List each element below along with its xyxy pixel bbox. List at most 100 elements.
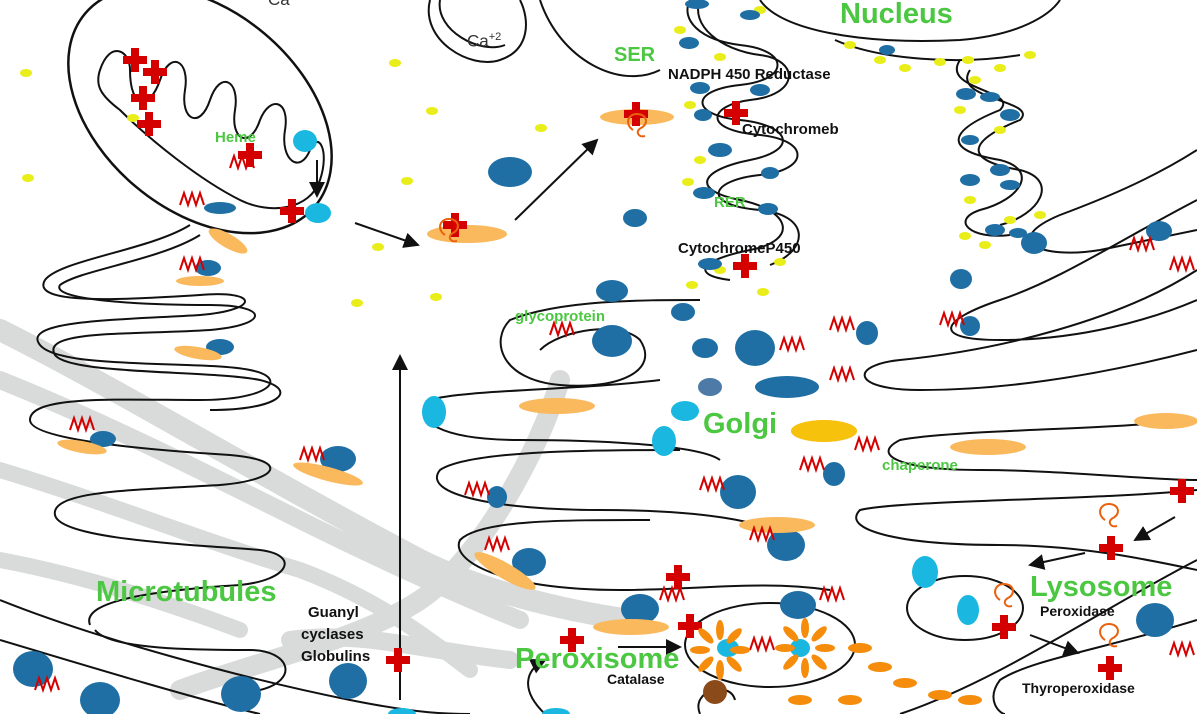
orange-enzyme xyxy=(176,276,224,286)
label-chaperone: chaperone xyxy=(882,457,958,474)
label-heme: Heme xyxy=(215,129,256,146)
red-zigzag-icon xyxy=(179,189,205,209)
orange-enzyme xyxy=(57,439,107,455)
red-cross-icon xyxy=(724,101,748,125)
blue-protein xyxy=(671,303,695,321)
red-zigzag-icon xyxy=(299,444,325,464)
blue-protein xyxy=(596,280,628,302)
yellow-ion-dot xyxy=(674,26,686,34)
red-zigzag-icon xyxy=(854,434,880,454)
red-zigzag-icon xyxy=(819,584,845,604)
label-golgi: Golgi xyxy=(703,408,778,440)
blue-protein xyxy=(961,135,979,145)
label-nucleus: Nucleus xyxy=(840,0,953,30)
red-cross-icon xyxy=(560,628,584,652)
red-cross-icon xyxy=(386,648,410,672)
blue-protein xyxy=(879,45,895,55)
catalase-arm xyxy=(716,620,724,640)
red-zigzag-icon xyxy=(749,524,775,544)
blue-protein xyxy=(823,462,845,486)
label-cytochromeb: Cytochromeb xyxy=(742,121,839,138)
label-microtubules: Microtubules xyxy=(96,576,277,608)
blue-protein xyxy=(708,143,732,157)
catalase-arm xyxy=(801,658,809,678)
red-cross-icon xyxy=(123,48,147,72)
yellow-ion-dot xyxy=(979,241,991,249)
orange-granule xyxy=(928,690,952,700)
yellow-ion-dot xyxy=(994,126,1006,134)
red-zigzag-icon xyxy=(179,254,205,274)
orange-peptide-icon xyxy=(1099,502,1119,528)
red-cross-icon xyxy=(443,213,467,237)
blue-protein xyxy=(90,431,116,447)
yellow-ion-dot xyxy=(535,124,547,132)
blue-protein xyxy=(694,109,712,121)
label-guanyl: Guanyl xyxy=(308,604,359,621)
blue-protein xyxy=(750,84,770,96)
catalase-arm xyxy=(726,656,742,672)
red-zigzag-icon xyxy=(1169,639,1195,659)
red-zigzag-icon xyxy=(1129,234,1155,254)
yellow-ion-dot xyxy=(351,299,363,307)
blue-protein xyxy=(761,167,779,179)
catalase-arm xyxy=(716,660,724,680)
label-catalase: Catalase xyxy=(607,671,665,687)
yellow-ion-dot xyxy=(694,156,706,164)
label-nadph-reductase: NADPH 450 Reductase xyxy=(668,66,831,83)
red-cross-icon xyxy=(992,615,1016,639)
blue-protein xyxy=(487,486,507,508)
yellow-ion-dot xyxy=(969,76,981,84)
label-globulins: Globulins xyxy=(301,648,371,665)
yellow-ion-dot xyxy=(401,177,413,185)
yellow-ion-dot xyxy=(389,59,401,67)
red-cross-icon xyxy=(143,60,167,84)
red-zigzag-icon xyxy=(939,309,965,329)
mitochondrion xyxy=(67,0,333,235)
brown-vesicle xyxy=(703,680,727,704)
yellow-ion-dot xyxy=(684,101,696,109)
yellow-ion-dot xyxy=(1034,211,1046,219)
blue-protein xyxy=(720,475,756,509)
orange-enzyme xyxy=(474,552,536,590)
orange-enzyme xyxy=(208,228,248,254)
blue-protein xyxy=(1146,221,1172,241)
cyan-vesicle xyxy=(293,130,317,152)
orange-granule xyxy=(893,678,917,688)
catalase-arm xyxy=(726,628,742,644)
catalase-arm xyxy=(690,646,710,654)
red-zigzag-icon xyxy=(69,414,95,434)
label-peroxisome: Peroxisome xyxy=(515,643,680,675)
label-thyroperoxidase: Thyroperoxidase xyxy=(1022,680,1135,696)
yellow-ion-dot xyxy=(22,174,34,182)
blue-protein xyxy=(1136,603,1174,637)
blue-protein xyxy=(488,157,532,187)
yellow-ion-dot xyxy=(757,288,769,296)
blue-protein xyxy=(204,202,236,214)
red-zigzag-icon xyxy=(659,584,685,604)
orange-granule xyxy=(958,695,982,705)
blue-protein xyxy=(755,376,819,398)
yellow-ion-dot xyxy=(714,53,726,61)
orange-enzyme xyxy=(593,619,669,635)
blue-protein xyxy=(856,321,878,345)
yellow-ion-dot xyxy=(430,293,442,301)
yellow-ion-dot xyxy=(20,69,32,77)
orange-enzyme xyxy=(519,398,595,414)
yellow-ion-dot xyxy=(874,56,886,64)
blue-protein xyxy=(735,330,775,366)
red-cross-icon xyxy=(733,254,757,278)
blue-protein xyxy=(985,224,1005,236)
orange-enzyme xyxy=(174,345,222,361)
blue-protein xyxy=(960,174,980,186)
cyan-vesicle xyxy=(388,708,416,714)
orange-peptide-icon xyxy=(439,217,459,243)
catalase-arm xyxy=(730,646,750,654)
yellow-ion-dot xyxy=(994,64,1006,72)
red-zigzag-icon xyxy=(549,319,575,339)
yellow-ion-dot xyxy=(682,178,694,186)
yellow-ion-dot xyxy=(426,107,438,115)
red-zigzag-icon xyxy=(749,634,775,654)
blue-protein xyxy=(780,591,816,619)
yellow-ion-dot xyxy=(1024,51,1036,59)
catalase-arm xyxy=(783,626,799,642)
